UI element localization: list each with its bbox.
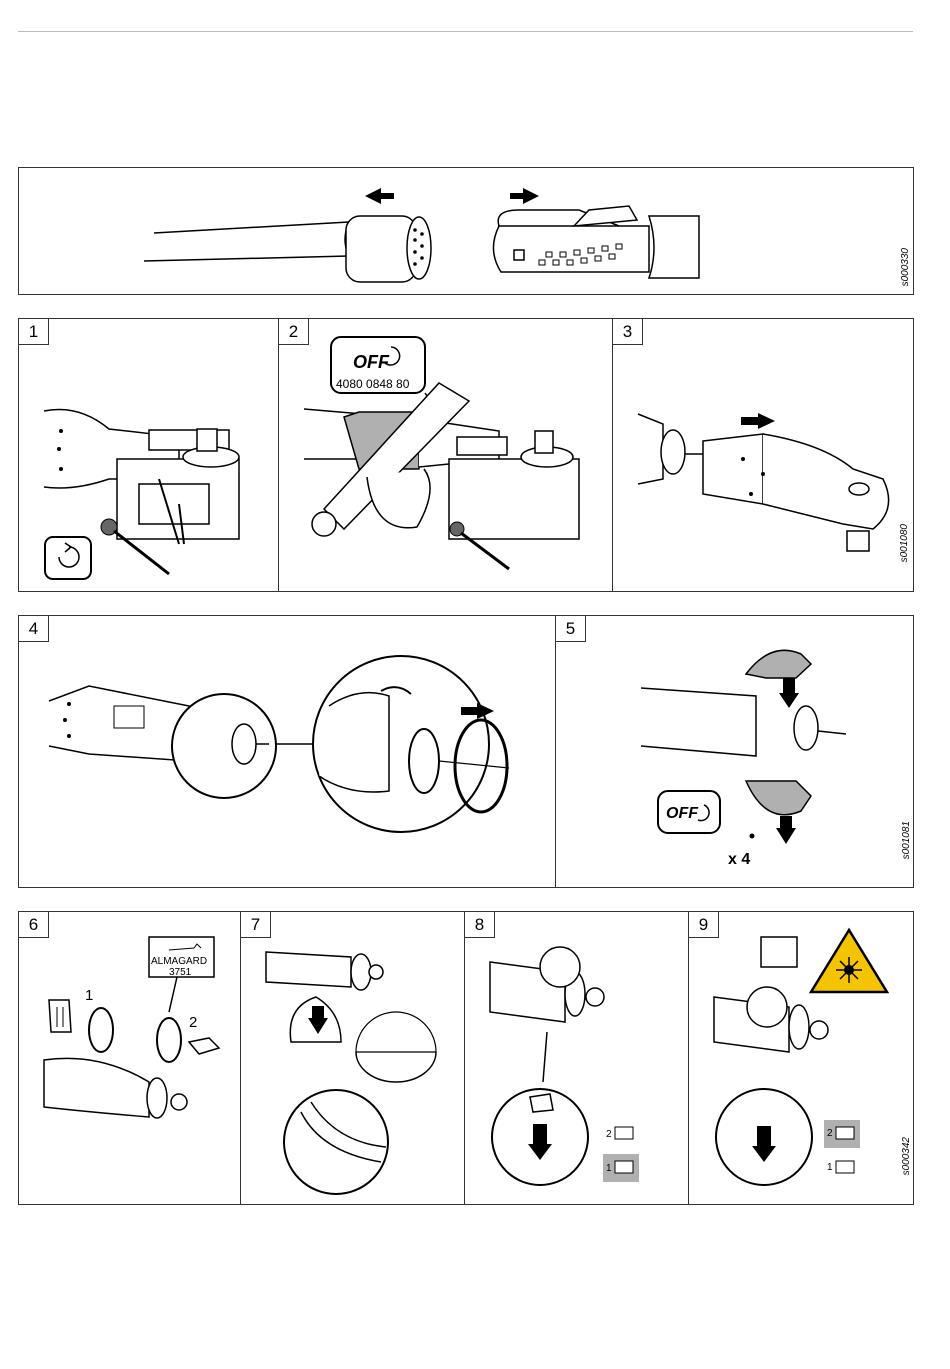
detail-magnifier — [284, 1090, 388, 1194]
arrow-right-icon — [741, 413, 775, 429]
step-number: 4 — [19, 616, 49, 642]
step-number: 1 — [19, 319, 49, 345]
step-9-illustration: 2 1 — [689, 912, 914, 1204]
step-number: 5 — [556, 616, 586, 642]
box-icon — [189, 1038, 219, 1054]
trash-bin-icon — [49, 1000, 71, 1032]
step-number: 2 — [279, 319, 309, 345]
screw-count-label: x 4 — [728, 851, 750, 868]
step-number: 3 — [613, 319, 643, 345]
off-label: OFF — [666, 805, 699, 822]
step-number: 6 — [19, 912, 49, 938]
step-5-illustration: OFF x 4 — [556, 616, 914, 887]
lubricant-code: 3751 — [169, 967, 192, 978]
option-2-label: 2 — [606, 1129, 612, 1140]
step-4: 4 — [19, 616, 556, 887]
detail-magnifier — [172, 694, 276, 798]
step-4-illustration — [19, 616, 556, 887]
step-2: 2 OFF 4080 0848 80 — [278, 319, 613, 591]
figure-code: s001080 — [899, 524, 910, 562]
step-number: 7 — [241, 912, 271, 938]
step-1: 1 — [19, 319, 279, 591]
overview-panel: s000330 — [18, 167, 914, 295]
arrow-left-icon — [365, 188, 394, 204]
step-5: 5 OFF x 4 s001081 — [555, 616, 914, 887]
step-2-illustration: OFF 4080 0848 80 — [279, 319, 613, 591]
arrow-right-icon — [510, 188, 539, 204]
step-7: 7 — [240, 912, 465, 1204]
option-1-label: 1 — [606, 1163, 612, 1174]
step-6: 6 ALMAGARD 3751 1 2 — [19, 912, 241, 1204]
step-number: 9 — [689, 912, 719, 938]
tool-separation-illustration — [19, 168, 914, 295]
steps-row-2: 4 5 OFF — [18, 615, 914, 888]
new-o-ring — [157, 1018, 181, 1062]
rotate-clockwise-icon — [45, 537, 91, 579]
upper-cover — [746, 650, 811, 678]
callout-1-label: 1 — [85, 987, 93, 1004]
off-label: OFF — [353, 352, 390, 372]
old-o-ring — [89, 1008, 113, 1052]
part-number-label: 4080 0848 80 — [336, 377, 410, 391]
step-number: 8 — [465, 912, 495, 938]
arrow-up-icon — [779, 678, 799, 708]
figure-code: s000342 — [901, 1137, 912, 1175]
option-2-label: 2 — [827, 1128, 833, 1139]
step-3-illustration — [613, 319, 914, 591]
step-1-illustration — [19, 319, 279, 591]
step-8: 8 2 1 — [464, 912, 689, 1204]
step-8-illustration: 2 1 — [465, 912, 689, 1204]
steps-row-1: 1 2 OFF 4080 0848 80 — [18, 318, 914, 592]
lubricant-name: ALMAGARD — [151, 956, 207, 967]
option-1-label: 1 — [827, 1162, 833, 1173]
lower-cover — [746, 781, 811, 815]
step-6-illustration: ALMAGARD 3751 1 2 — [19, 912, 241, 1204]
step-7-illustration — [241, 912, 465, 1204]
callout-2-label: 2 — [189, 1014, 197, 1031]
figure-code: s001081 — [901, 821, 912, 859]
step-3: 3 s001080 — [612, 319, 914, 591]
arrow-down-icon — [776, 816, 796, 844]
steps-row-3: 6 ALMAGARD 3751 1 2 7 — [18, 911, 914, 1205]
step-9: 9 2 1 s000342 — [688, 912, 914, 1204]
figure-code: s000330 — [900, 248, 911, 286]
header-rule — [18, 31, 913, 32]
